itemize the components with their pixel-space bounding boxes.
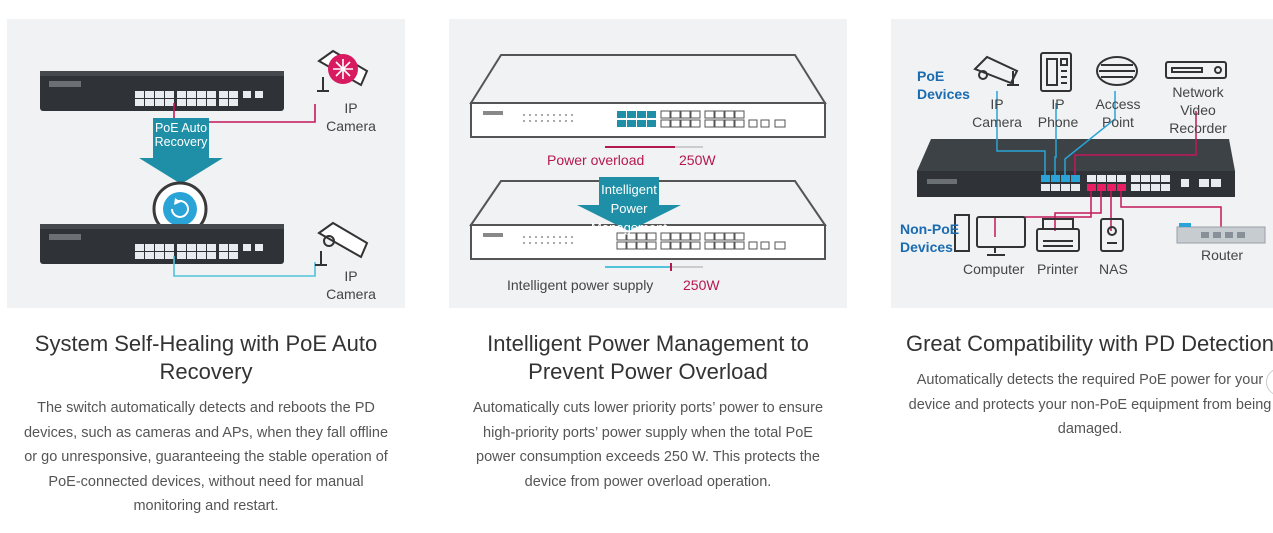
computer-icon [954, 214, 1026, 256]
router-icon [1176, 223, 1266, 244]
feature-title: Intelligent Power Management to Prevent … [487, 331, 809, 384]
cable-red [173, 103, 316, 123]
recovery-arrow [139, 118, 223, 184]
power-overload-value: 250W [679, 152, 716, 168]
illustration-pd-detection: PoE Devices IP Camera IP Phone Access Po… [891, 19, 1273, 308]
non-poe-devices-label: Non-PoE Devices [900, 221, 960, 255]
poe-devices-label: PoE Devices [917, 68, 970, 102]
cable-teal [173, 256, 316, 277]
switch-outline-top [469, 54, 827, 138]
pd-detection-diagram [917, 52, 1266, 256]
power-management-diagram [469, 54, 827, 271]
feature-description: Automatically detects the required PoE p… [908, 372, 1272, 437]
switch-top [40, 71, 284, 111]
feature-title: System Self-Healing with PoE Auto Recove… [34, 331, 378, 384]
ip-phone-icon [1040, 52, 1072, 92]
nas-icon [1100, 218, 1124, 252]
access-point-icon [1096, 56, 1138, 86]
feature-description: Automatically cuts lower priority ports’… [472, 400, 824, 490]
feature-description: The switch automatically detects and reb… [23, 400, 389, 514]
camera-label-bottom: IP Camera [326, 268, 376, 302]
ip-camera-label: IP Camera [972, 96, 1022, 130]
poe-auto-recovery-label: PoE Auto Recovery [154, 121, 208, 149]
poe-switch [917, 139, 1235, 197]
access-point-label: Access Point [1095, 96, 1141, 130]
power-overload-label: Power overload [547, 152, 645, 168]
router-label: Router [1201, 247, 1244, 263]
intelligent-power-supply-label: Intelligent power supply [507, 277, 654, 293]
feature-card-power-management: Power overload 250W Intelligent Power Ma… [449, 0, 847, 494]
non-poe-cables [994, 111, 1222, 237]
network-video-recorder-label: Network Video Recorder [1169, 84, 1227, 136]
printer-icon [1036, 218, 1080, 252]
poe-cables [996, 91, 1116, 175]
illustration-power-management: Power overload 250W Intelligent Power Ma… [449, 19, 847, 308]
computer-label: Computer [963, 261, 1025, 277]
switch-outline-bottom [469, 180, 827, 260]
feature-card-pd-detection: PoE Devices IP Camera IP Phone Access Po… [891, 0, 1273, 442]
ip-phone-label: IP Phone [1037, 96, 1079, 130]
feature-card-self-healing: IP Camera PoE Auto Recovery IP Camera Sy… [7, 0, 405, 519]
printer-label: Printer [1037, 261, 1079, 277]
camera-label-top: IP Camera [326, 100, 376, 134]
nas-label: NAS [1099, 261, 1128, 277]
switch-bottom [40, 224, 284, 264]
network-video-recorder-icon [1165, 61, 1227, 79]
ip-camera-icon [973, 55, 1019, 86]
illustration-self-healing: IP Camera PoE Auto Recovery IP Camera [7, 19, 405, 308]
feature-title: Great Compatibility with PD Detection [905, 331, 1273, 356]
power-management-arrow [577, 177, 681, 231]
self-healing-diagram [40, 49, 369, 277]
camera-icon [315, 221, 369, 266]
camera-fault-icon [317, 49, 369, 92]
intelligent-power-supply-value: 250W [683, 277, 720, 293]
intelligent-power-management-label: Intelligent Power Management [591, 182, 667, 235]
